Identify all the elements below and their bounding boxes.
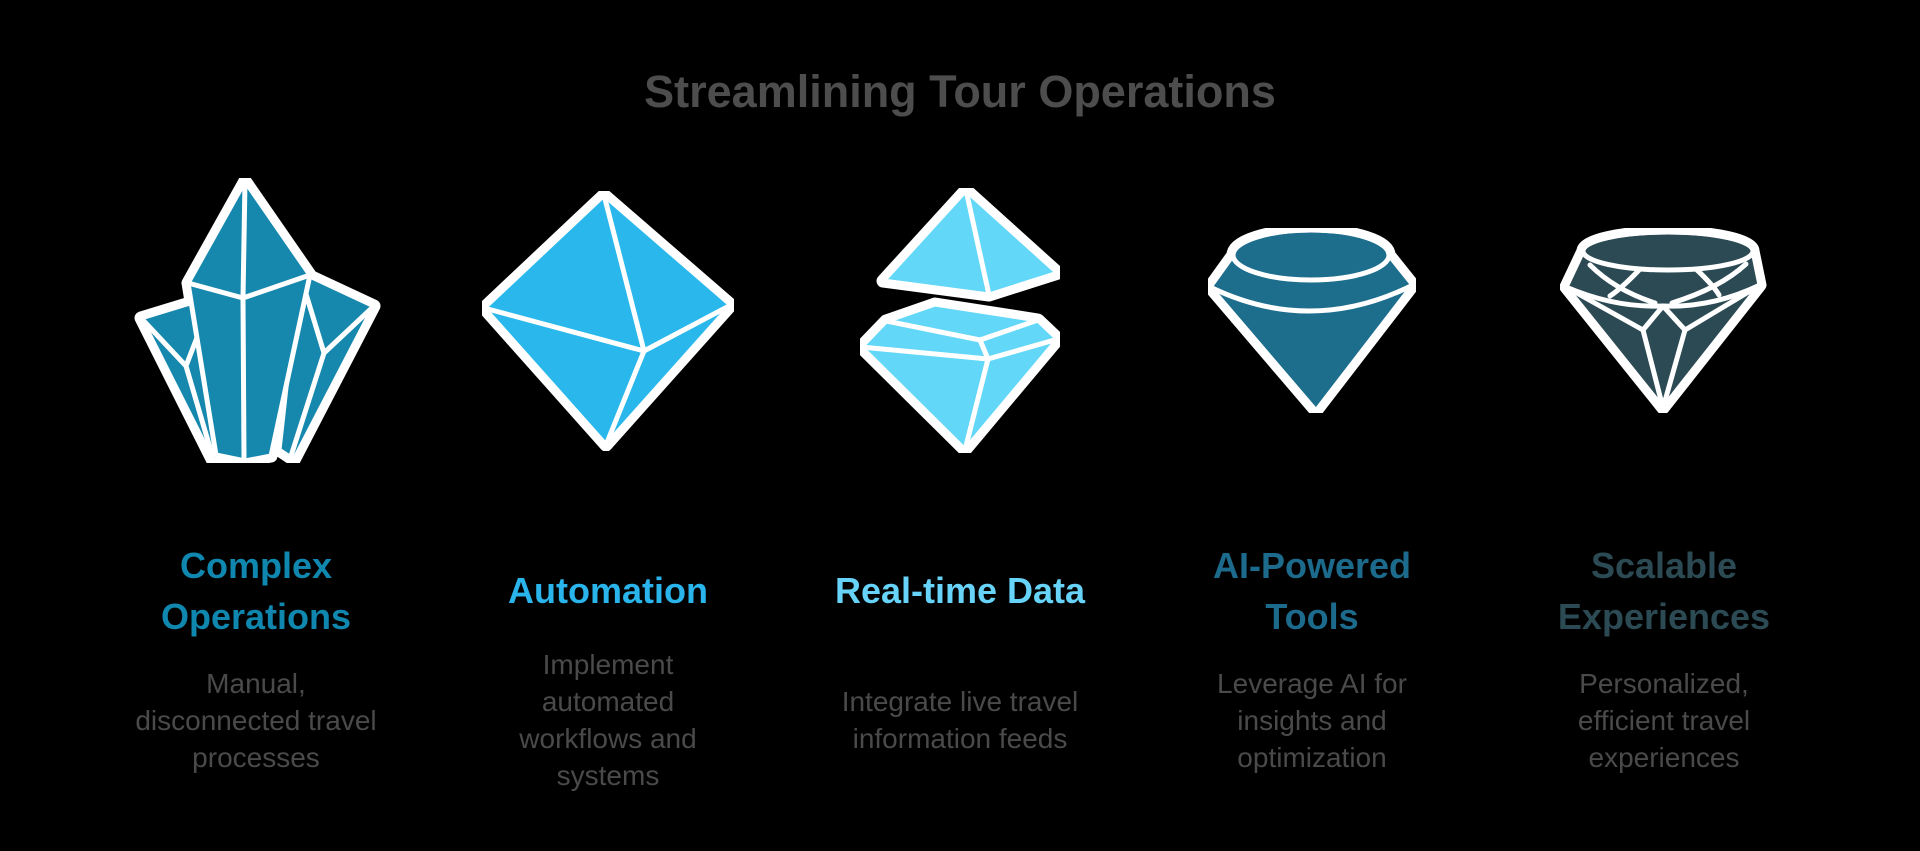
cone-gem-icon: [1156, 178, 1468, 463]
column-description: Integrate live travel information feeds: [841, 686, 1079, 754]
crystal-cluster-icon: [100, 178, 412, 463]
columns-row: Complex Operations Manual, disconnected …: [100, 178, 1820, 795]
column-heading: Complex Operations: [160, 544, 352, 637]
column-description: Leverage AI for insights and optimizatio…: [1217, 667, 1407, 773]
column-complex-operations: Complex Operations Manual, disconnected …: [100, 178, 412, 795]
page-title: Streamlining Tour Operations: [644, 66, 1276, 117]
column-heading: Real-time Data: [834, 570, 1086, 611]
column-scalable-experiences: Scalable Experiences Personalized, effic…: [1508, 178, 1820, 795]
column-heading: AI-Powered Tools: [1212, 544, 1412, 637]
brilliant-diamond-icon: [1508, 178, 1820, 463]
column-automation: Automation Implement automated workflows…: [452, 178, 764, 795]
column-description: Manual, disconnected travel processes: [135, 667, 377, 773]
octahedron-icon: [452, 178, 764, 463]
split-gem-icon: [804, 178, 1116, 463]
column-real-time-data: Real-time Data Integrate live travel inf…: [804, 178, 1116, 795]
column-ai-powered-tools: AI-Powered Tools Leverage AI for insight…: [1156, 178, 1468, 795]
column-description: Implement automated workflows and system…: [519, 649, 697, 791]
column-heading: Automation: [508, 570, 708, 611]
column-description: Personalized, efficient travel experienc…: [1577, 667, 1751, 773]
column-heading: Scalable Experiences: [1557, 544, 1771, 637]
